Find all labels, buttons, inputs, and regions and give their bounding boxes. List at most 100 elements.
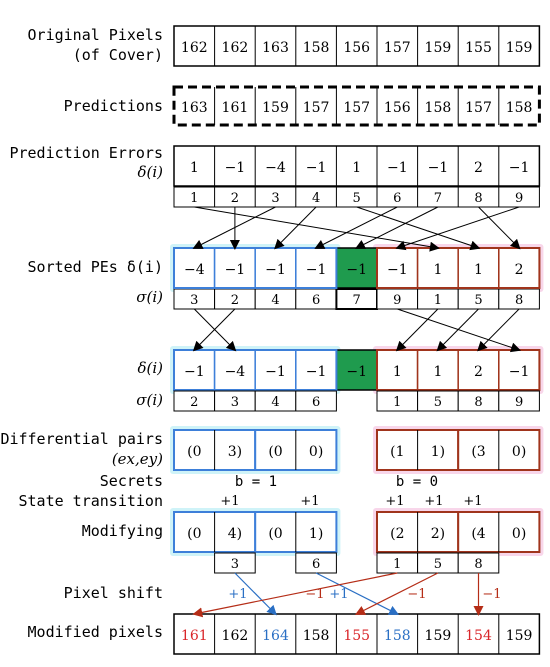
sorted-pe-cell (173, 247, 216, 289)
prediction-index: 8 (474, 191, 482, 206)
modified-pixel-value: 161 (181, 628, 208, 644)
prediction-value: 158 (506, 100, 533, 116)
modified-pair-a: (4 (471, 526, 485, 542)
prediction-error-value: −1 (428, 160, 449, 176)
modified-index-value: 3 (231, 557, 239, 572)
paired-delta-value: −1 (509, 364, 530, 380)
original-pixel-value: 159 (506, 40, 533, 56)
paired-sigma-value: 1 (393, 395, 401, 410)
sorted-pe-value: −1 (265, 262, 286, 278)
sorted-left-frame (173, 247, 338, 289)
prediction-error-value: 1 (190, 160, 199, 176)
label-modified-pixels: Modified pixels (28, 623, 163, 641)
pairing-arrow (395, 308, 439, 352)
modified-pair-b: 2) (431, 526, 445, 542)
sort-arrow (395, 206, 520, 251)
original-pixel-value: 163 (262, 40, 289, 56)
prediction-index: 6 (393, 191, 401, 206)
sort-arrow (274, 206, 317, 250)
diff-pair-a: (3 (471, 444, 485, 460)
prediction-error-value: −1 (225, 160, 246, 176)
label-prediction-errors-1: Prediction Errors (9, 144, 163, 162)
prediction-value: 157 (343, 100, 370, 116)
diff-pair-a: (0 (187, 444, 201, 460)
shift-arrow (192, 572, 398, 618)
diff-pair-a: (0 (268, 444, 282, 460)
secrets-right: b = 0 (396, 474, 438, 490)
paired-delta-value: −4 (225, 364, 246, 380)
modified-pixel-value: 159 (506, 628, 533, 644)
modified-index-value: 5 (434, 557, 442, 572)
sorted-pe-cell (457, 247, 500, 289)
modified-pixel-value: 155 (343, 628, 370, 644)
sorted-sigma-value: 9 (393, 293, 401, 308)
label-differential-pairs-2: (ex,ey) (112, 450, 163, 468)
sorted-sigma-value: 4 (271, 293, 279, 308)
diff-pair-b: 1) (431, 444, 445, 460)
original-pixel-value: 156 (343, 40, 370, 56)
original-pixel-value: 157 (384, 40, 411, 56)
label-paired-delta: δ(i) (137, 359, 163, 377)
sorted-pe-cell (254, 247, 297, 289)
state-transition-3: +1 (385, 494, 404, 509)
paired-delta-value: −1 (184, 364, 205, 380)
modified-index-value: 8 (474, 557, 482, 572)
modified-pixel-value: 162 (222, 628, 249, 644)
modified-pixel-value: 158 (303, 628, 330, 644)
predictions-frame (172, 85, 541, 127)
paired-delta-value: −1 (306, 364, 327, 380)
modified-pixel-value: 158 (384, 628, 411, 644)
shift-arrow (354, 572, 439, 615)
sorted-sigma-value: 8 (515, 293, 523, 308)
prediction-error-value: −4 (265, 160, 286, 176)
state-transition-4: +1 (424, 494, 443, 509)
prediction-errors-frame (173, 145, 541, 187)
modified-pair-b: 0) (512, 526, 526, 542)
paired-sigma-value: 8 (474, 395, 482, 410)
prediction-value: 156 (384, 100, 411, 116)
sorted-sigma-value: 7 (353, 293, 361, 308)
paired-delta-value: −1 (265, 364, 286, 380)
original-pixels-frame (173, 25, 541, 67)
prediction-value: 159 (262, 100, 289, 116)
diff-pair-a: (1 (390, 444, 404, 460)
state-transition-5: +1 (463, 494, 482, 509)
modified-index-value: 6 (312, 557, 320, 572)
label-state-transition: State transition (19, 492, 164, 510)
prediction-error-value: 1 (352, 160, 361, 176)
paired-left-frame (173, 349, 338, 391)
modified-pair-a: (0 (268, 526, 282, 542)
sorted-pe-cell (213, 247, 256, 289)
sort-arrow (356, 206, 481, 251)
sort-arrow (354, 206, 439, 249)
label-differential-pairs-1: Differential pairs (0, 430, 163, 448)
sorted-pe-value: 1 (474, 262, 483, 278)
prediction-value: 161 (222, 100, 249, 116)
paired-delta-cell (335, 349, 378, 391)
modified-pair-b: 1) (309, 526, 323, 542)
prediction-value: 157 (303, 100, 330, 116)
label-paired-sigma: σ(i) (136, 391, 163, 409)
sorted-pe-value: −1 (306, 262, 327, 278)
shift-label-3: +1 (329, 587, 348, 602)
shift-label-5: −1 (482, 587, 501, 602)
paired-sigma-value: 9 (515, 395, 523, 410)
original-pixel-value: 158 (303, 40, 330, 56)
label-secrets: Secrets (100, 472, 163, 490)
sorted-sigma-value: 1 (434, 293, 442, 308)
shift-label-4: −1 (407, 587, 426, 602)
paired-delta-value: 1 (393, 364, 402, 380)
prediction-index: 3 (271, 191, 279, 206)
diff-pair-b: 0) (512, 444, 526, 460)
sort-arrow (314, 206, 398, 249)
modified-pair-b: 4) (228, 526, 242, 542)
sort-arrow (478, 206, 521, 250)
modified-pair-a: (2 (390, 526, 404, 542)
prediction-error-value: 2 (474, 160, 483, 176)
modified-pair-a: (0 (187, 526, 201, 542)
secrets-left: b = 1 (235, 474, 277, 490)
diff-pair-b: 3) (228, 444, 242, 460)
sorted-pe-value: 1 (433, 262, 442, 278)
label-original-pixels-1: Original Pixels (28, 26, 163, 44)
label-sorted-pes: Sorted PEs δ(i) (28, 258, 163, 276)
